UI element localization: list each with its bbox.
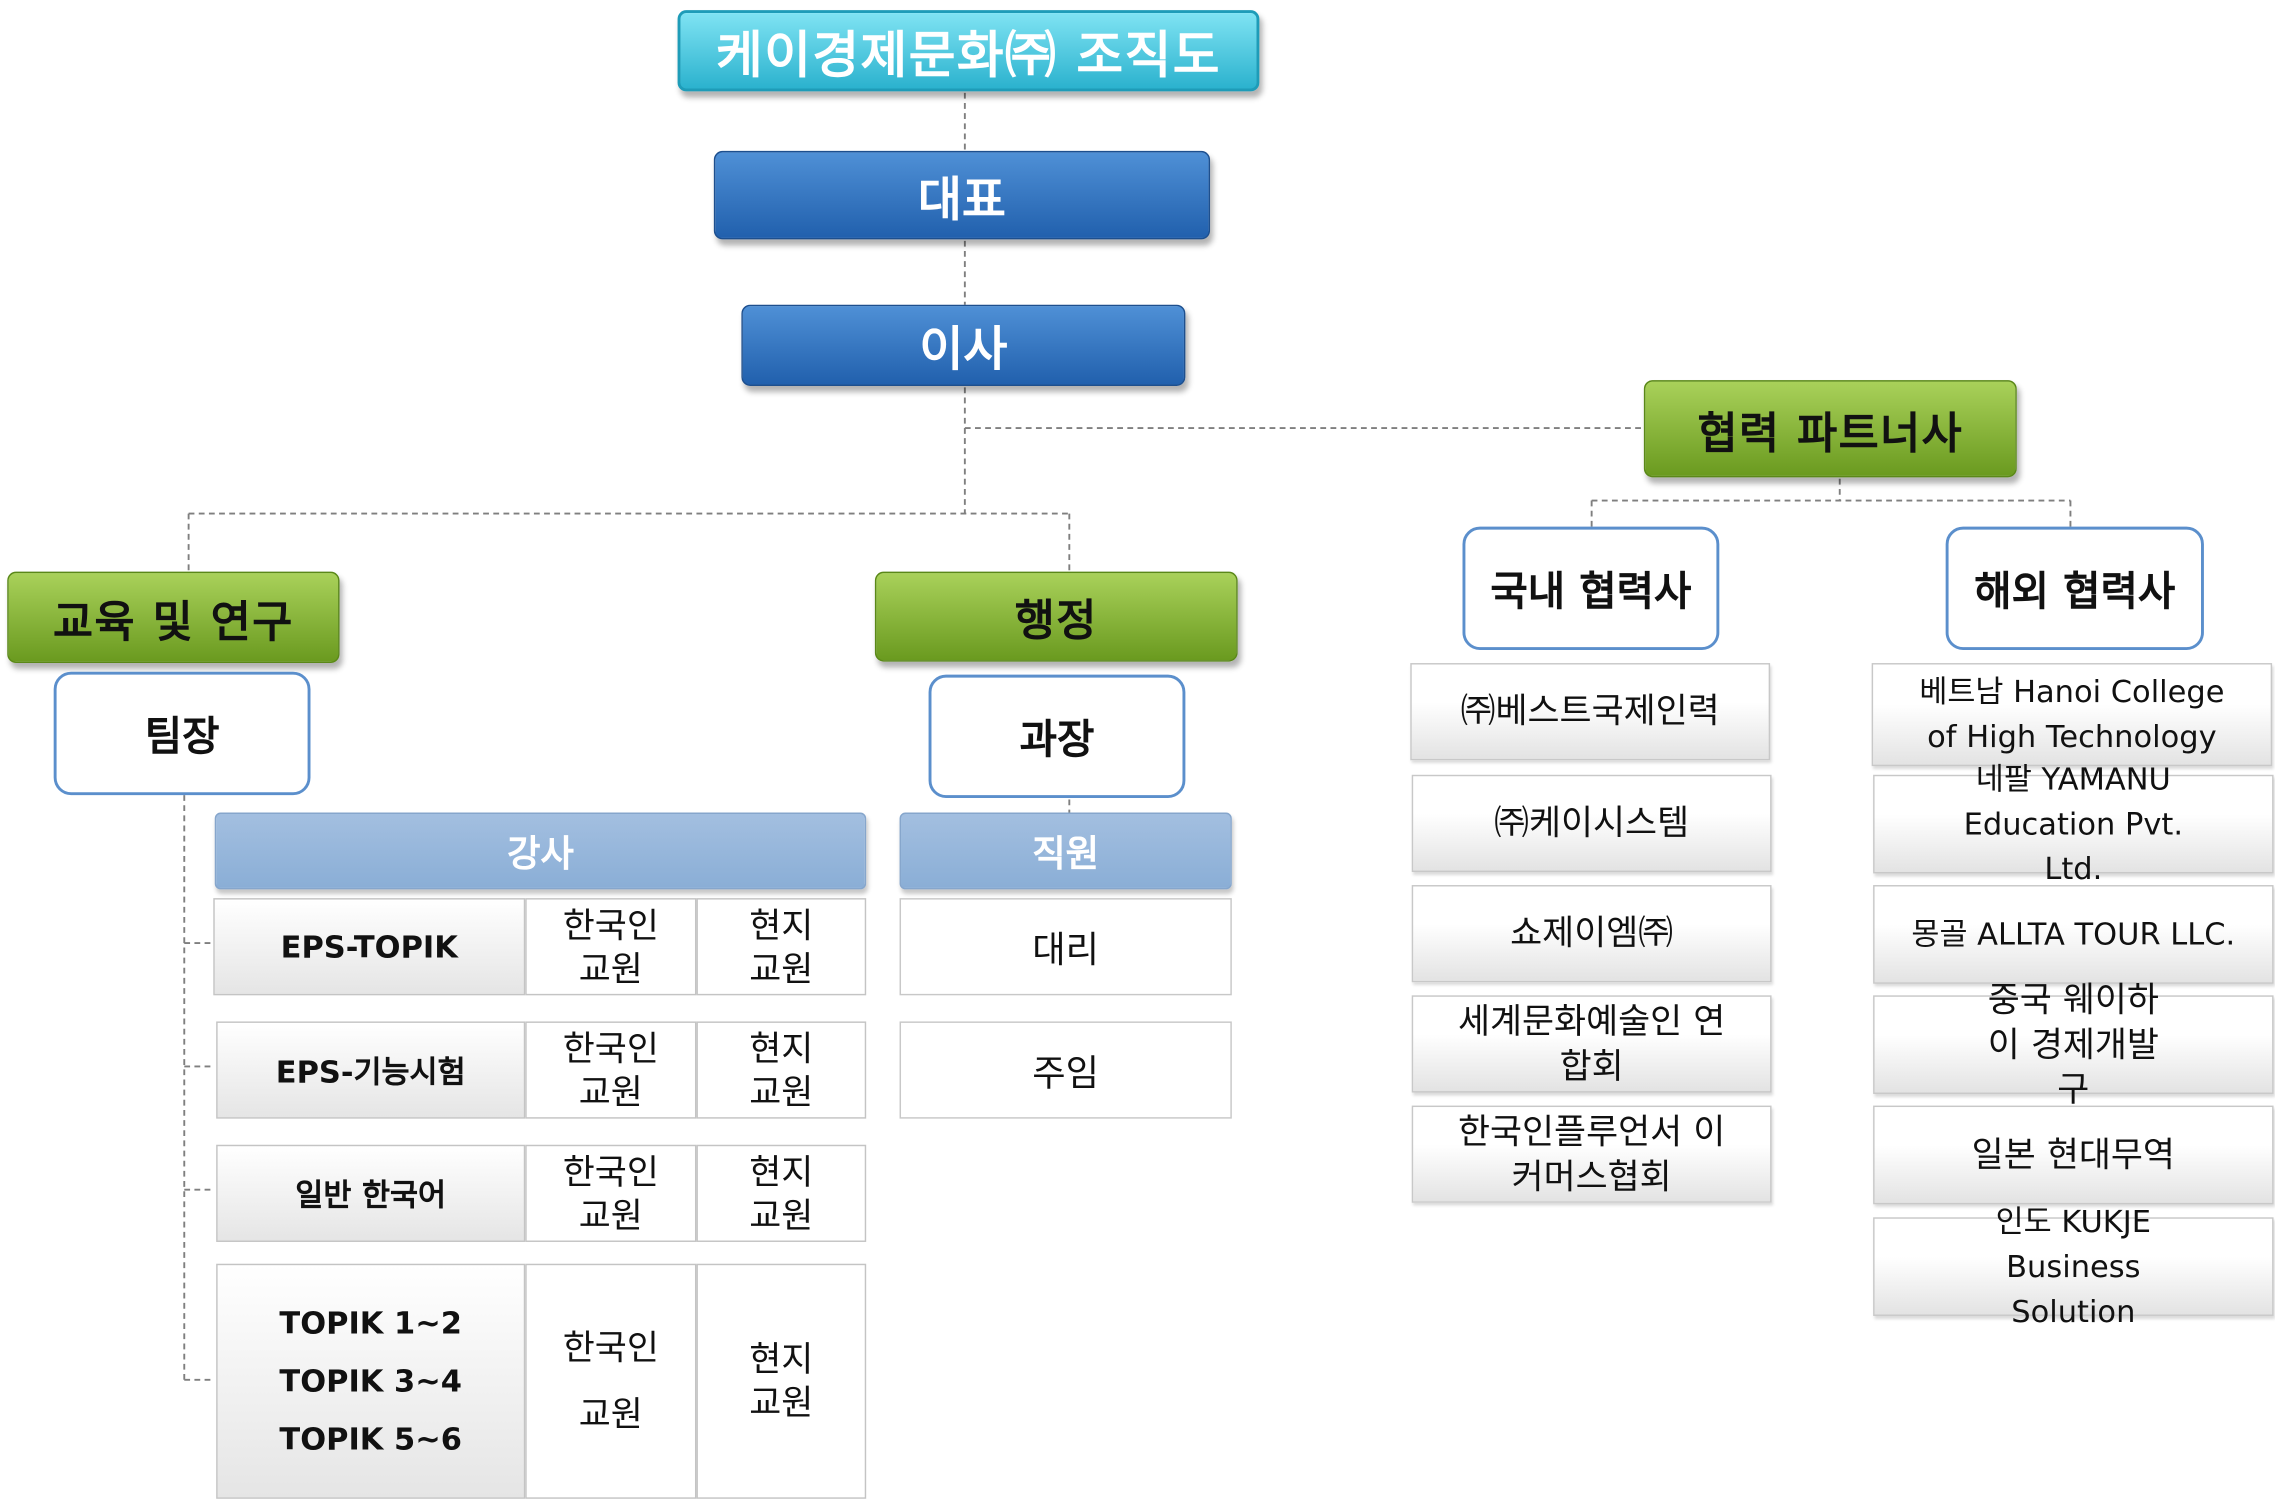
instructor-header: 강사	[214, 812, 867, 890]
local-teacher-cell: 현지 교원	[696, 1144, 867, 1242]
korean-teacher-cell: 한국인 교원	[525, 1144, 697, 1242]
domestic-partner-item: ㈜베스트국제인력	[1410, 663, 1771, 761]
course-label: EPS-TOPIK	[213, 898, 526, 996]
overseas-partner-item: 몽골 ALLTA TOUR LLC.	[1873, 885, 2274, 984]
instructor-label: 강사	[507, 832, 574, 875]
section-chief-label: 과장	[1019, 714, 1095, 763]
overseas-partner-item: 네팔 YAMANU Education Pvt. Ltd.	[1873, 761, 2274, 886]
local-teacher-cell: 현지 교원	[696, 898, 867, 996]
staff-label: 직원	[1032, 832, 1100, 875]
local-teacher-cell: 현지 교원	[696, 1263, 867, 1499]
overseas-partners-label: 해외 협력사	[1974, 566, 2176, 615]
partners-label: 협력 파트너사	[1697, 408, 1964, 460]
course-label: 일반 한국어	[216, 1144, 526, 1242]
education-research-label: 교육 및 연구	[53, 597, 294, 648]
team-lead-label: 팀장	[144, 711, 220, 760]
topik-level: TOPIK 1~2	[279, 1305, 462, 1341]
domestic-partner-item: 한국인플루언서 이커머스협회	[1411, 1105, 1772, 1203]
overseas-partners-box: 해외 협력사	[1945, 526, 2204, 651]
overseas-partner-item: 인도 KUKJE Business Solution	[1873, 1204, 2274, 1328]
staff-header: 직원	[899, 812, 1232, 890]
director-label: 이사	[919, 320, 1008, 378]
course-label: EPS-기능시험	[216, 1021, 526, 1119]
partners-box: 협력 파트너사	[1643, 380, 2017, 478]
korean-teacher-cell: 한국인 교원	[525, 1263, 697, 1499]
administration-label: 행정	[1014, 596, 1098, 648]
team-lead-box: 팀장	[53, 671, 311, 796]
domestic-partner-item: 세계문화예술인 연합회	[1411, 995, 1772, 1093]
topik-level: TOPIK 5~6	[279, 1421, 462, 1457]
staff-role-cell: 주임	[899, 1021, 1232, 1119]
administration-box: 행정	[874, 571, 1238, 662]
domestic-partner-item: 쇼제이엠㈜	[1411, 885, 1772, 983]
director-box: 이사	[741, 304, 1186, 386]
org-chart-title: 케이경제문화㈜ 조직도	[677, 10, 1260, 92]
local-teacher-cell: 현지 교원	[696, 1021, 867, 1119]
ceo-label: 대표	[917, 170, 1006, 228]
ceo-box: 대표	[713, 150, 1211, 240]
title-text: 케이경제문화㈜ 조직도	[716, 26, 1221, 85]
domestic-partner-item: ㈜케이시스템	[1411, 774, 1772, 872]
section-chief-box: 과장	[928, 674, 1186, 798]
overseas-partner-item: 중국 웨이하이 경제개발구	[1873, 979, 2274, 1109]
korean-teacher-cell: 한국인 교원	[525, 898, 697, 996]
domestic-partners-label: 국내 협력사	[1490, 566, 1692, 615]
overseas-partner-item: 일본 현대무역	[1873, 1105, 2274, 1205]
topik-levels-list: TOPIK 1~2 TOPIK 3~4 TOPIK 5~6	[279, 1265, 462, 1497]
topik-level: TOPIK 3~4	[279, 1363, 462, 1399]
korean-teacher-cell: 한국인 교원	[525, 1021, 697, 1119]
overseas-partner-item: 베트남 Hanoi College of High Technology	[1871, 663, 2273, 767]
staff-role-cell: 대리	[899, 898, 1232, 996]
domestic-partners-box: 국내 협력사	[1462, 526, 1720, 651]
education-research-box: 교육 및 연구	[7, 571, 340, 664]
topik-levels-cell: TOPIK 1~2 TOPIK 3~4 TOPIK 5~6	[216, 1263, 526, 1499]
